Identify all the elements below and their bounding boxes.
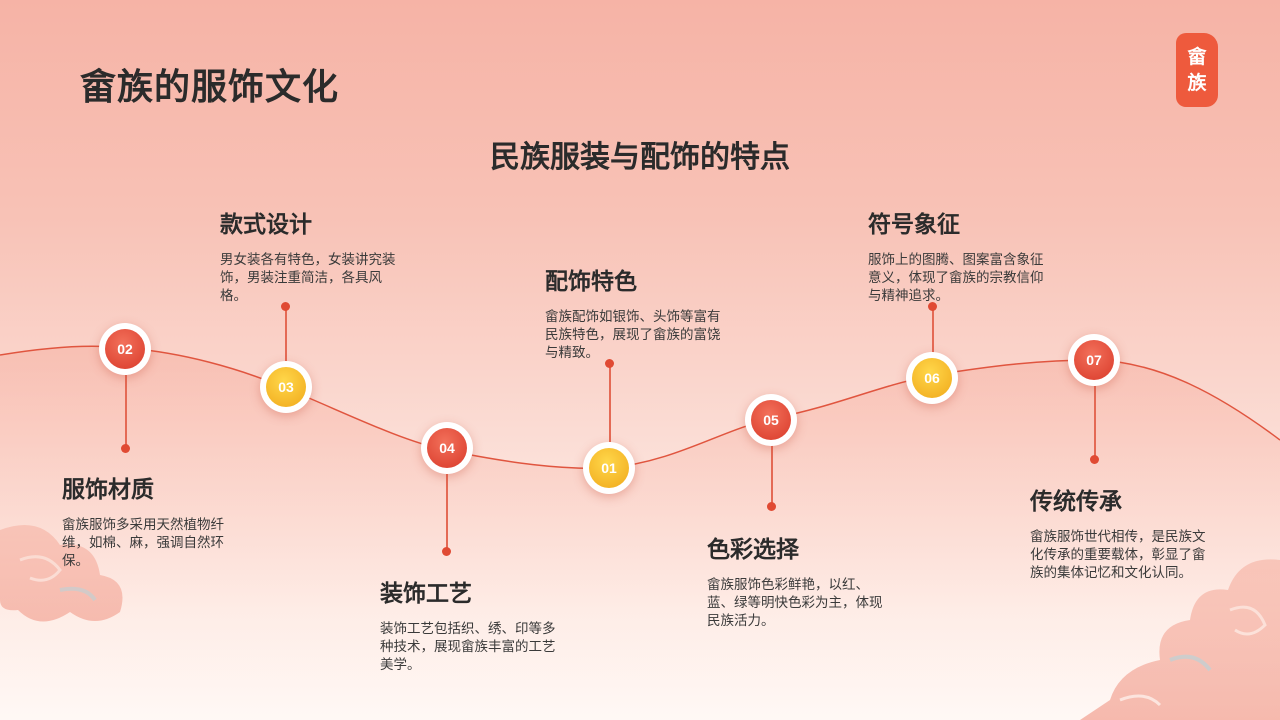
connector-dot	[928, 302, 937, 311]
item-title: 符号象征	[868, 212, 960, 238]
item-title: 装饰工艺	[380, 581, 472, 607]
item-description: 服饰上的图腾、图案富含象征意义，体现了畲族的宗教信仰与精神追求。	[868, 252, 1044, 304]
item-heritage: 传统传承 畲族服饰世代相传，是民族文化传承的重要载体，彰显了畲族的集体记忆和文化…	[1030, 482, 1212, 582]
item-description: 畲族服饰色彩鲜艳，以红、蓝、绿等明快色彩为主，体现民族活力。	[707, 577, 883, 629]
connector-line	[446, 474, 448, 551]
timeline-node-06: 06	[906, 352, 958, 404]
node-number: 03	[266, 367, 306, 407]
timeline-node-05: 05	[745, 394, 797, 446]
connector-line	[771, 445, 773, 507]
item-title: 款式设计	[220, 212, 312, 238]
item-symbolism: 符号象征 服饰上的图腾、图案富含象征意义，体现了畲族的宗教信仰与精神追求。	[868, 205, 1050, 305]
section-subtitle: 民族服装与配饰的特点	[490, 140, 790, 175]
item-title: 配饰特色	[545, 269, 637, 295]
item-description: 装饰工艺包括织、绣、印等多种技术，展现畲族丰富的工艺美学。	[380, 621, 556, 673]
node-number: 02	[105, 329, 145, 369]
node-number: 05	[751, 400, 791, 440]
timeline-node-02: 02	[99, 323, 151, 375]
item-description: 畲族服饰多采用天然植物纤维，如棉、麻，强调自然环保。	[62, 517, 224, 569]
connector-dot	[121, 444, 130, 453]
node-number: 06	[912, 358, 952, 398]
timeline-node-07: 07	[1068, 334, 1120, 386]
logo-char-2: 族	[1187, 72, 1207, 94]
item-color-choice: 色彩选择 畲族服饰色彩鲜艳，以红、蓝、绿等明快色彩为主，体现民族活力。	[707, 530, 889, 630]
connector-line	[285, 308, 287, 362]
connector-dot	[281, 302, 290, 311]
she-logo-seal: 畲 族	[1176, 33, 1218, 107]
logo-char-1: 畲	[1187, 46, 1207, 68]
item-style-design: 款式设计 男女装各有特色，女装讲究装饰，男装注重简洁，各具风格。	[220, 205, 402, 305]
item-decoration-craft: 装饰工艺 装饰工艺包括织、绣、印等多种技术，展现畲族丰富的工艺美学。	[380, 574, 562, 674]
connector-dot	[442, 547, 451, 556]
node-number: 01	[589, 448, 629, 488]
node-number: 04	[427, 428, 467, 468]
item-accessory-feature: 配饰特色 畲族配饰如银饰、头饰等富有民族特色，展现了畲族的富饶与精致。	[545, 262, 727, 362]
connector-line	[1094, 386, 1096, 459]
connector-dot	[767, 502, 776, 511]
timeline-node-01: 01	[583, 442, 635, 494]
item-description: 畲族服饰世代相传，是民族文化传承的重要载体，彰显了畲族的集体记忆和文化认同。	[1030, 529, 1206, 581]
item-fabric-material: 服饰材质 畲族服饰多采用天然植物纤维，如棉、麻，强调自然环保。	[62, 470, 244, 570]
item-title: 服饰材质	[62, 477, 154, 503]
page-title: 畲族的服饰文化	[80, 67, 340, 108]
item-description: 畲族配饰如银饰、头饰等富有民族特色，展现了畲族的富饶与精致。	[545, 309, 721, 361]
timeline-node-03: 03	[260, 361, 312, 413]
connector-line	[932, 308, 934, 353]
connector-line	[125, 375, 127, 448]
connector-dot	[605, 359, 614, 368]
connector-dot	[1090, 455, 1099, 464]
timeline-node-04: 04	[421, 422, 473, 474]
connector-line	[609, 364, 611, 442]
node-number: 07	[1074, 340, 1114, 380]
item-title: 传统传承	[1030, 489, 1122, 515]
item-title: 色彩选择	[707, 537, 799, 563]
item-description: 男女装各有特色，女装讲究装饰，男装注重简洁，各具风格。	[220, 252, 396, 304]
